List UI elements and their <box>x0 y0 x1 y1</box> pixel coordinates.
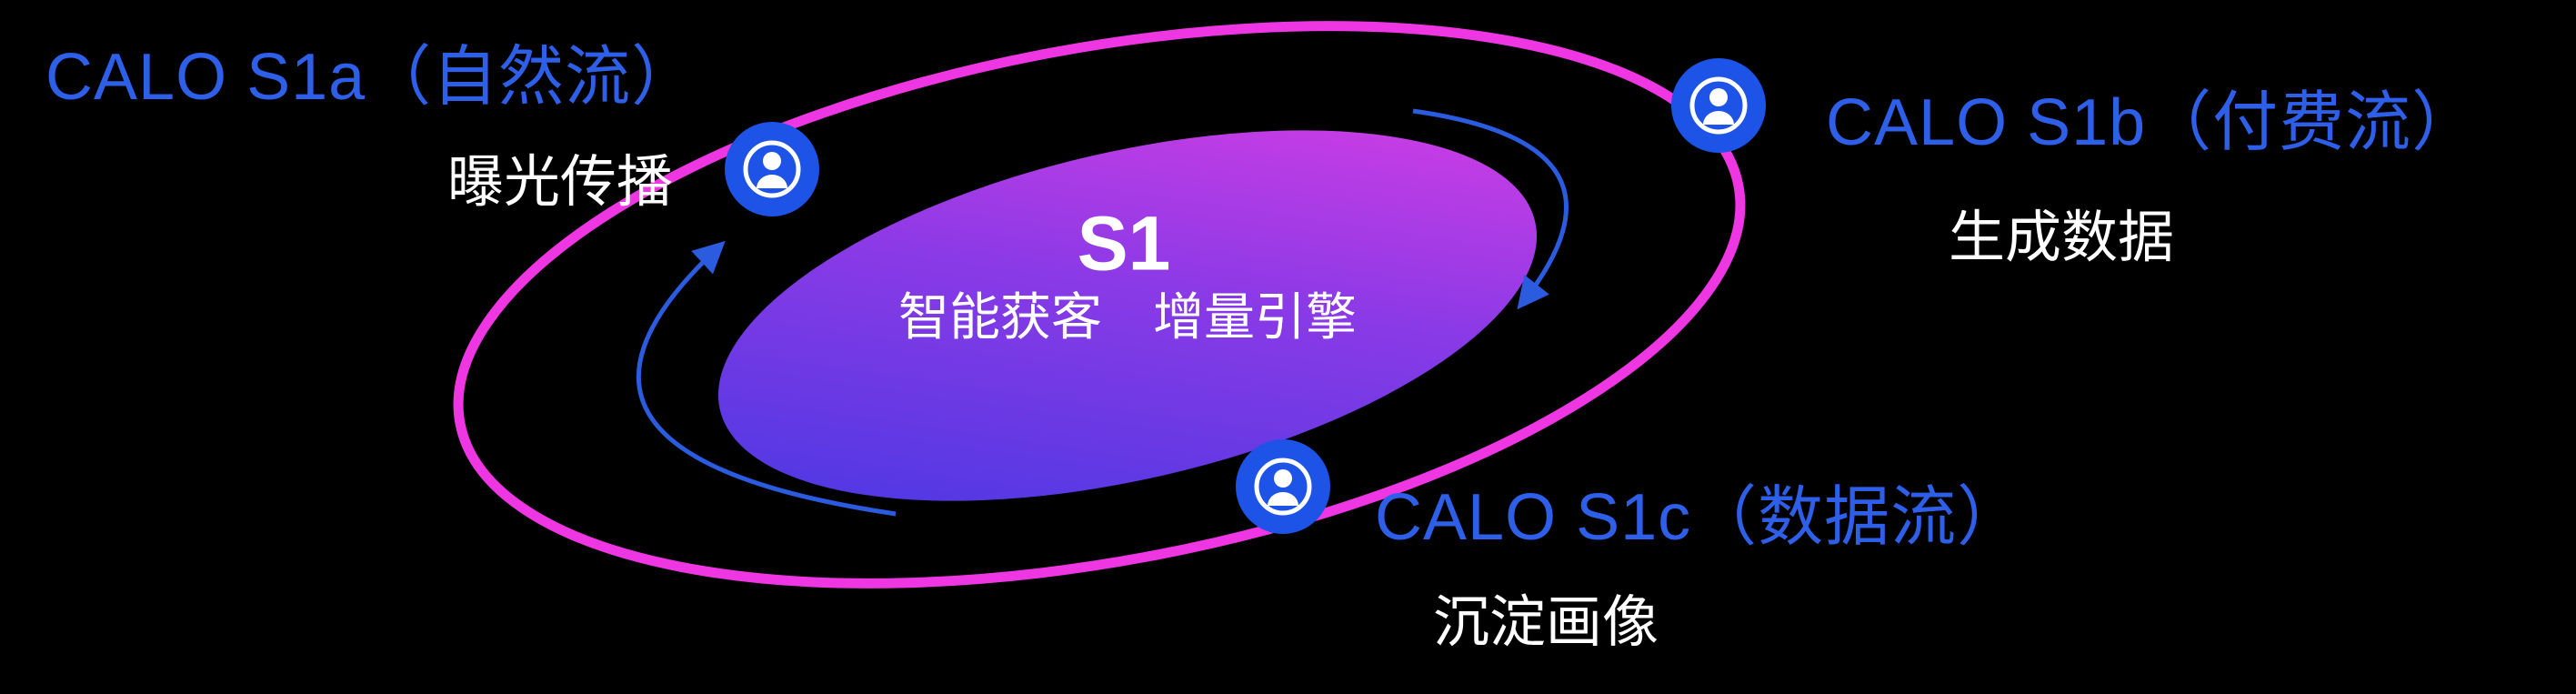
orbit-ring <box>453 21 1746 588</box>
node-s1c-title: CALO S1c（数据流） <box>1375 481 2024 554</box>
user-icon-s1b <box>1671 58 1766 153</box>
user-icon-s1c <box>1236 439 1330 534</box>
node-s1a-title: CALO S1a（自然流） <box>45 41 698 114</box>
node-s1a-subtitle: 曝光传播 <box>447 151 674 214</box>
center-title: S1 <box>1077 200 1171 287</box>
curved-arrow-right-icon <box>1412 108 1569 310</box>
center-subtitle: 智能获客 增量引擎 <box>898 287 1357 346</box>
node-s1b-title: CALO S1b（付费流） <box>1826 86 2479 159</box>
center-ellipse <box>717 130 1538 501</box>
user-icon-s1a <box>725 122 819 216</box>
node-s1c-subtitle: 沉淀画像 <box>1433 591 1659 654</box>
node-s1b-subtitle: 生成数据 <box>1949 206 2175 269</box>
curved-arrow-left-icon <box>636 240 897 517</box>
